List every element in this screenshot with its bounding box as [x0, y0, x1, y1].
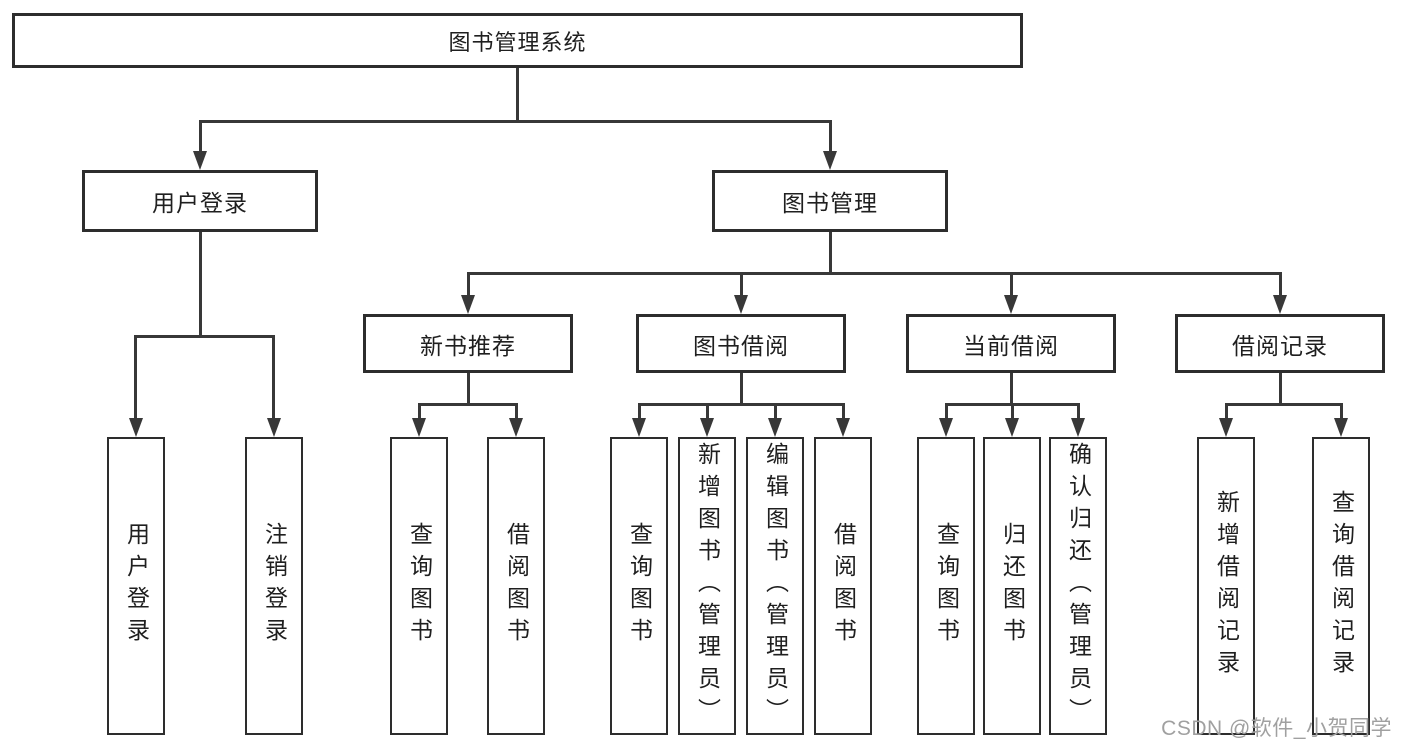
node-user-login: 用户登录 — [82, 170, 318, 232]
arrow-down-icon — [461, 295, 475, 314]
arrow-down-icon — [823, 151, 837, 170]
connector-new-book-stem — [466, 373, 470, 403]
connector-drop-leaf — [1339, 403, 1343, 423]
connector-drop-book-management — [828, 120, 832, 153]
leaf-borrow-books-recommend: 借阅图书 — [487, 437, 545, 735]
node-label: 查询借阅记录 — [1328, 490, 1355, 682]
node-label: 图书借阅 — [693, 332, 789, 359]
leaf-borrow-books: 借阅图书 — [814, 437, 872, 735]
node-label: 归还图书 — [999, 522, 1026, 650]
node-label: 用户登录 — [152, 190, 248, 216]
arrow-down-icon — [193, 151, 207, 170]
connector-book-management-crossbar — [466, 272, 1282, 275]
connector-drop-leaf — [417, 403, 421, 423]
node-book-management: 图书管理 — [712, 170, 948, 232]
connector-book-borrow-stem — [739, 373, 743, 403]
leaf-add-book-admin: 新增图书（管理员） — [678, 437, 736, 735]
node-book-borrow: 图书借阅 — [636, 314, 846, 373]
arrow-down-icon — [632, 418, 646, 437]
node-label: 新增借阅记录 — [1213, 490, 1240, 682]
connector-root-stem — [515, 68, 519, 120]
node-label: 借阅图书 — [830, 522, 857, 650]
node-library-management-system: 图书管理系统 — [12, 13, 1023, 68]
arrow-down-icon — [128, 418, 143, 437]
connector-user-login-stem — [198, 232, 202, 335]
arrow-down-icon — [700, 418, 714, 437]
connector-drop-new-book-recommend — [466, 272, 470, 298]
connector-drop-user-login — [198, 120, 202, 153]
connector-drop-leaf — [1076, 403, 1080, 423]
csdn-watermark: CSDN @软件_小贺同学 — [1161, 717, 1392, 740]
arrow-down-icon — [266, 418, 281, 437]
node-label: 确认归还（管理员） — [1065, 442, 1092, 730]
node-borrow-records: 借阅记录 — [1175, 314, 1385, 373]
node-label: 查询图书 — [626, 522, 653, 650]
arrow-down-icon — [509, 418, 523, 437]
arrow-down-icon — [1005, 418, 1019, 437]
node-label: 查询图书 — [933, 522, 960, 650]
connector-drop-current-borrow — [1009, 272, 1013, 298]
arrow-down-icon — [1004, 295, 1018, 314]
node-label: 新增图书（管理员） — [694, 442, 721, 730]
arrow-down-icon — [412, 418, 426, 437]
connector-drop-leaf-user-login — [134, 335, 137, 420]
leaf-confirm-return-admin: 确认归还（管理员） — [1049, 437, 1107, 735]
arrow-down-icon — [734, 295, 748, 314]
leaf-user-login: 用户登录 — [107, 437, 165, 735]
node-label: 新书推荐 — [420, 332, 516, 359]
node-label: 图书管理 — [782, 190, 878, 216]
leaf-query-books-current: 查询图书 — [917, 437, 975, 735]
node-current-borrow: 当前借阅 — [906, 314, 1116, 373]
arrow-down-icon — [1273, 295, 1287, 314]
node-label: 查询图书 — [406, 522, 433, 650]
node-label: 编辑图书（管理员） — [762, 442, 789, 730]
arrow-down-icon — [939, 418, 953, 437]
connector-drop-leaf — [637, 403, 641, 423]
node-new-book-recommend: 新书推荐 — [363, 314, 573, 373]
connector-borrow-records-crossbar — [1224, 403, 1343, 406]
connector-drop-leaf — [705, 403, 709, 423]
connector-drop-leaf-logout — [272, 335, 275, 420]
connector-book-borrow-crossbar — [637, 403, 845, 406]
leaf-return-books: 归还图书 — [983, 437, 1041, 735]
leaf-query-books-borrow: 查询图书 — [610, 437, 668, 735]
arrow-down-icon — [1071, 418, 1085, 437]
connector-drop-leaf — [1010, 403, 1014, 423]
arrow-down-icon — [1219, 418, 1233, 437]
connector-drop-leaf — [773, 403, 777, 423]
connector-drop-leaf — [514, 403, 518, 423]
connector-user-login-crossbar — [134, 335, 275, 338]
arrow-down-icon — [836, 418, 850, 437]
connector-current-borrow-stem — [1009, 373, 1013, 403]
node-label: 借阅记录 — [1232, 332, 1328, 359]
node-label: 借阅图书 — [503, 522, 530, 650]
connector-drop-leaf — [841, 403, 845, 423]
connector-drop-borrow-records — [1278, 272, 1282, 298]
connector-borrow-records-stem — [1278, 373, 1282, 403]
arrow-down-icon — [1334, 418, 1348, 437]
connector-new-book-crossbar — [417, 403, 518, 406]
leaf-query-borrow-record: 查询借阅记录 — [1312, 437, 1370, 735]
connector-drop-book-borrow — [739, 272, 743, 298]
connector-root-crossbar — [198, 120, 832, 123]
arrow-down-icon — [768, 418, 782, 437]
connector-drop-leaf — [1224, 403, 1228, 423]
leaf-edit-book-admin: 编辑图书（管理员） — [746, 437, 804, 735]
connector-drop-leaf — [944, 403, 948, 423]
node-label: 图书管理系统 — [448, 29, 587, 55]
leaf-logout: 注销登录 — [245, 437, 303, 735]
leaf-query-books-recommend: 查询图书 — [390, 437, 448, 735]
connector-book-management-stem — [828, 232, 832, 272]
node-label: 用户登录 — [123, 522, 150, 650]
node-label: 当前借阅 — [963, 332, 1059, 359]
node-label: 注销登录 — [261, 522, 288, 650]
leaf-add-borrow-record: 新增借阅记录 — [1197, 437, 1255, 735]
